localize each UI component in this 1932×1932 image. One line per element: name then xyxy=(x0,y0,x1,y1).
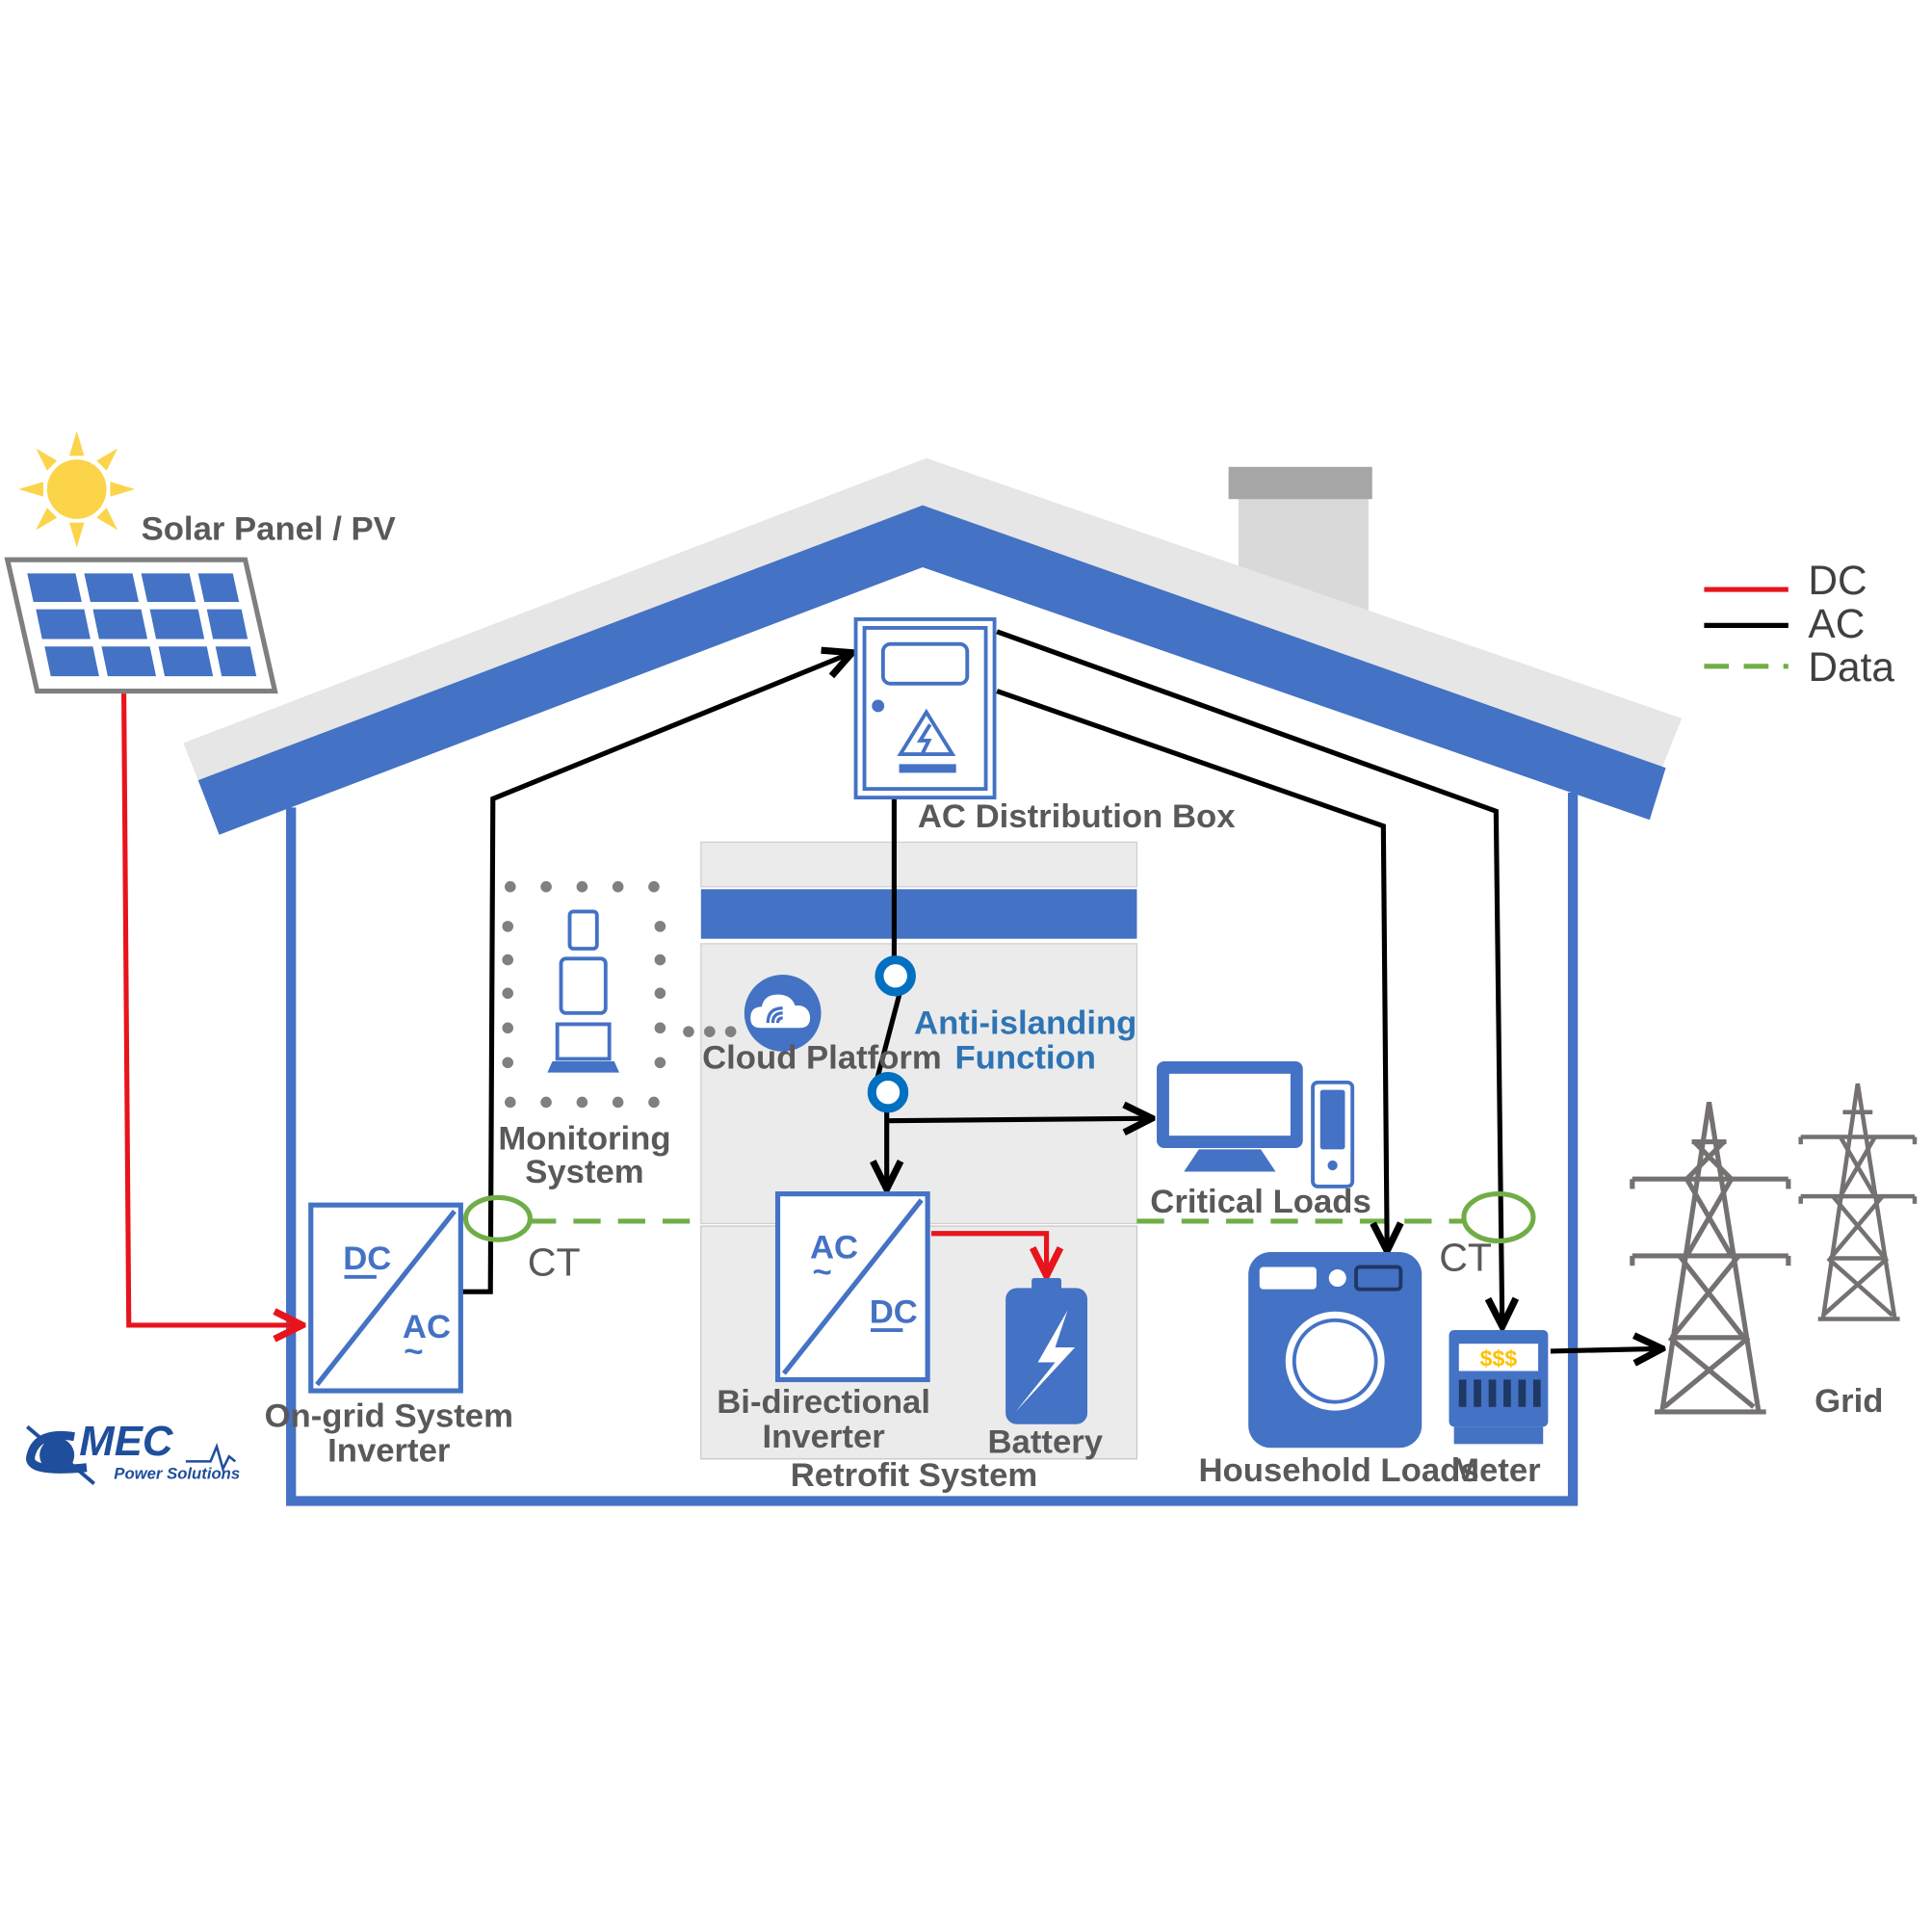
ct-left-label: CT xyxy=(528,1240,581,1284)
anti-islanding-label-2: Function xyxy=(954,1040,1096,1077)
on-grid-label-1: On-grid System xyxy=(265,1397,513,1434)
solar-panel-icon xyxy=(4,557,278,694)
on-grid-inverter: DC AC ~ xyxy=(308,1202,463,1394)
legend-data-label: Data xyxy=(1808,644,1894,690)
roof-blue xyxy=(197,505,1666,835)
chimney-cap xyxy=(1228,466,1372,500)
on-grid-tilde: ~ xyxy=(404,1333,423,1370)
ac-distribution-box xyxy=(853,617,997,800)
ac-line-acbox-to-household xyxy=(996,689,1387,1251)
bidir-ac-label: AC xyxy=(810,1229,858,1266)
household-loads-icon xyxy=(1248,1252,1423,1449)
dc-line-pv-to-inverter xyxy=(121,693,302,1325)
logo-tagline: Power Solutions xyxy=(114,1464,240,1482)
cloud-platform-icon xyxy=(744,975,822,1052)
grid-tower-icon-back xyxy=(1798,1083,1918,1321)
retrofit-label: Retrofit System xyxy=(791,1457,1037,1494)
anti-islanding-switch-blade xyxy=(874,990,903,1081)
monitoring-label-2: System xyxy=(525,1154,643,1190)
grid-label: Grid xyxy=(1815,1383,1883,1420)
retrofit-system: Retrofit System xyxy=(700,841,1138,1494)
laptop-icon xyxy=(547,1022,619,1073)
ac-box-label: AC Distribution Box xyxy=(918,798,1236,835)
dc-line-inverter-to-battery xyxy=(930,1231,1047,1276)
legend: DC AC Data xyxy=(1704,558,1894,690)
phone-icon xyxy=(567,909,599,951)
monitoring-label-1: Monitoring xyxy=(498,1120,670,1157)
house-walls xyxy=(286,792,1579,1506)
ac-lines xyxy=(460,629,1662,1351)
bidir-tilde: ~ xyxy=(813,1254,832,1291)
ct-right-label: CT xyxy=(1439,1235,1492,1279)
household-loads-label: Household Loads xyxy=(1198,1452,1478,1489)
legend-dc-label: DC xyxy=(1808,558,1867,603)
solar-label: Solar Panel / PV xyxy=(142,511,396,548)
on-grid-label-2: Inverter xyxy=(327,1432,450,1469)
ac-line-meter-to-grid xyxy=(1550,1348,1662,1351)
bidir-dc-label: DC xyxy=(870,1293,918,1330)
ac-line-to-critical-loads xyxy=(886,1118,1152,1121)
on-grid-dc-label: DC xyxy=(343,1240,391,1277)
battery-icon xyxy=(1005,1278,1088,1424)
logo-name: MEC xyxy=(79,1418,174,1465)
retrofit-top-cap xyxy=(700,841,1138,888)
meter-display: $$$ xyxy=(1480,1345,1518,1371)
monitoring-dotted-frame xyxy=(502,880,737,1109)
on-grid-ac-label: AC xyxy=(403,1309,451,1345)
house xyxy=(183,457,1683,1506)
bidir-label-1: Bi-directional xyxy=(717,1384,930,1421)
ct-sensor-left xyxy=(462,1194,533,1242)
anti-islanding-contact-bottom xyxy=(867,1071,909,1113)
roof-gray xyxy=(183,457,1683,793)
meter-icon: $$$ xyxy=(1449,1330,1549,1445)
ct-sensor-right xyxy=(1461,1191,1536,1244)
bidirectional-inverter: AC ~ DC xyxy=(774,1191,930,1383)
legend-ac-label: AC xyxy=(1808,601,1865,646)
meter-label: Meter xyxy=(1451,1452,1541,1489)
retrofit-blue-band xyxy=(700,889,1137,939)
sun-icon xyxy=(18,431,136,548)
mec-logo: MEC Power Solutions xyxy=(26,1418,240,1485)
ac-line-inverter-to-acbox xyxy=(460,653,851,1294)
critical-loads-label: Critical Loads xyxy=(1150,1184,1371,1220)
bidir-label-2: Inverter xyxy=(762,1419,884,1455)
grid-tower-icon-front xyxy=(1630,1102,1791,1415)
cloud-platform-label: Cloud Platform xyxy=(702,1040,942,1077)
anti-islanding-contact-top xyxy=(875,955,916,997)
dc-lines xyxy=(121,693,1047,1325)
anti-islanding-label-1: Anti-islanding xyxy=(914,1005,1136,1042)
battery-label: Battery xyxy=(988,1423,1104,1460)
ac-line-acbox-to-meter xyxy=(996,629,1502,1326)
monitoring-system xyxy=(502,880,737,1109)
tablet-icon xyxy=(559,956,608,1015)
critical-loads-icon xyxy=(1157,1061,1355,1188)
